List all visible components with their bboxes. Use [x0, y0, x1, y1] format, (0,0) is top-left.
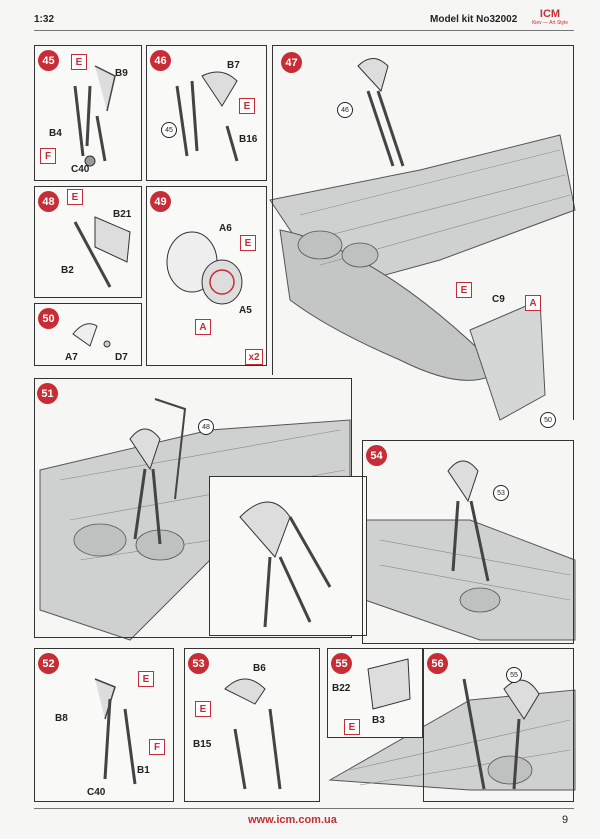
part-a6: A6 — [219, 223, 232, 234]
part-c40: C40 — [71, 164, 90, 175]
step-45-drawing — [73, 65, 116, 167]
tag-e: E — [71, 54, 87, 70]
tag-e: E — [239, 98, 255, 114]
step-56-drawing — [462, 678, 540, 790]
step-51-number: 51 — [37, 383, 58, 404]
tag-e: E — [138, 671, 154, 687]
step-54-ref: 53 — [493, 485, 509, 501]
step-48-drawing — [73, 216, 131, 288]
step-53-number: 53 — [188, 653, 209, 674]
quantity-badge: x2 — [245, 349, 263, 365]
step-48-panel: 48 E B21 B2 — [34, 186, 142, 298]
brand-tagline: Kiev — Art Style — [531, 20, 569, 26]
part-b16: B16 — [239, 134, 258, 145]
step-45-number: 45 — [38, 50, 59, 71]
part-b9: B9 — [115, 68, 128, 79]
part-c9: C9 — [492, 294, 505, 305]
tag-e: E — [344, 719, 360, 735]
step-47-left-border — [272, 45, 273, 375]
step-53-panel: 53 B6 E B15 — [184, 648, 320, 802]
step-50-drawing — [72, 323, 111, 348]
kit-number: Model kit No32002 — [430, 14, 518, 25]
step-49-drawing — [166, 231, 243, 305]
step-49-number: 49 — [150, 191, 171, 212]
part-a7: A7 — [65, 352, 78, 363]
step-46-number: 46 — [150, 50, 171, 71]
scale-label: 1:32 — [34, 14, 55, 25]
step-52-drawing — [94, 678, 137, 785]
step-56-panel: 56 55 — [423, 648, 574, 802]
part-b7: B7 — [227, 60, 240, 71]
step-50-number: 50 — [38, 308, 59, 329]
footer-rule — [34, 808, 574, 809]
part-b6: B6 — [253, 663, 266, 674]
part-d7: D7 — [115, 352, 128, 363]
tag-e: E — [195, 701, 211, 717]
brand-name: ICM — [539, 8, 561, 20]
step-47-ref: 46 — [337, 102, 353, 118]
step-53-drawing — [224, 678, 282, 790]
step-55-panel: 55 B22 E B3 — [327, 648, 423, 738]
step-51-detail-inset — [209, 476, 367, 636]
step-47-drawing — [357, 58, 405, 167]
step-46-panel: 46 45 E B7 B16 — [146, 45, 267, 181]
step-54-panel: 54 53 — [362, 440, 574, 644]
step-49-panel: 49 A6 E A5 A x2 — [146, 186, 267, 366]
part-b21: B21 — [113, 209, 132, 220]
tag-f: F — [149, 739, 165, 755]
step-48-number: 48 — [38, 191, 59, 212]
step-54-number: 54 — [366, 445, 387, 466]
part-a5: A5 — [239, 305, 252, 316]
step-46-drawing — [175, 71, 239, 162]
step-55-number: 55 — [331, 653, 352, 674]
step-52-number: 52 — [38, 653, 59, 674]
step-47-number: 47 — [281, 52, 302, 73]
part-b2: B2 — [61, 265, 74, 276]
step-47-ref-50: 50 — [540, 412, 556, 428]
step-47-right-border — [573, 45, 574, 420]
page-number: 9 — [562, 814, 569, 826]
part-c40: C40 — [87, 787, 106, 798]
step-46-ref: 45 — [161, 122, 177, 138]
step-45-panel: 45 E F B9 B4 C40 — [34, 45, 142, 181]
step-47-panel: 47 46 — [272, 45, 574, 169]
brand-logo: ICM Kiev — Art Style — [528, 8, 572, 30]
step-52-panel: 52 E F B8 B1 C40 — [34, 648, 174, 802]
step-51-drawing — [129, 398, 187, 545]
tag-f: F — [40, 148, 56, 164]
inset-drawing — [239, 501, 332, 628]
part-b3: B3 — [372, 715, 385, 726]
tag-e: E — [240, 235, 256, 251]
part-b8: B8 — [55, 713, 68, 724]
step-51-panel: 51 48 — [34, 378, 352, 638]
step-54-drawing — [447, 460, 490, 582]
step-51-ref: 48 — [198, 419, 214, 435]
tag-a: A — [525, 295, 541, 311]
part-b4: B4 — [49, 128, 62, 139]
tag-e: E — [67, 189, 83, 205]
tag-a: A — [195, 319, 211, 335]
step-56-ref: 55 — [506, 667, 522, 683]
part-b22: B22 — [332, 683, 351, 694]
part-b1: B1 — [137, 765, 150, 776]
tag-e: E — [456, 282, 472, 298]
footer-url[interactable]: www.icm.com.ua — [248, 814, 337, 826]
step-50-panel: 50 A7 D7 — [34, 303, 142, 366]
step-56-number: 56 — [427, 653, 448, 674]
header-rule — [34, 30, 574, 31]
part-b15: B15 — [193, 739, 212, 750]
step-55-drawing — [367, 658, 411, 710]
